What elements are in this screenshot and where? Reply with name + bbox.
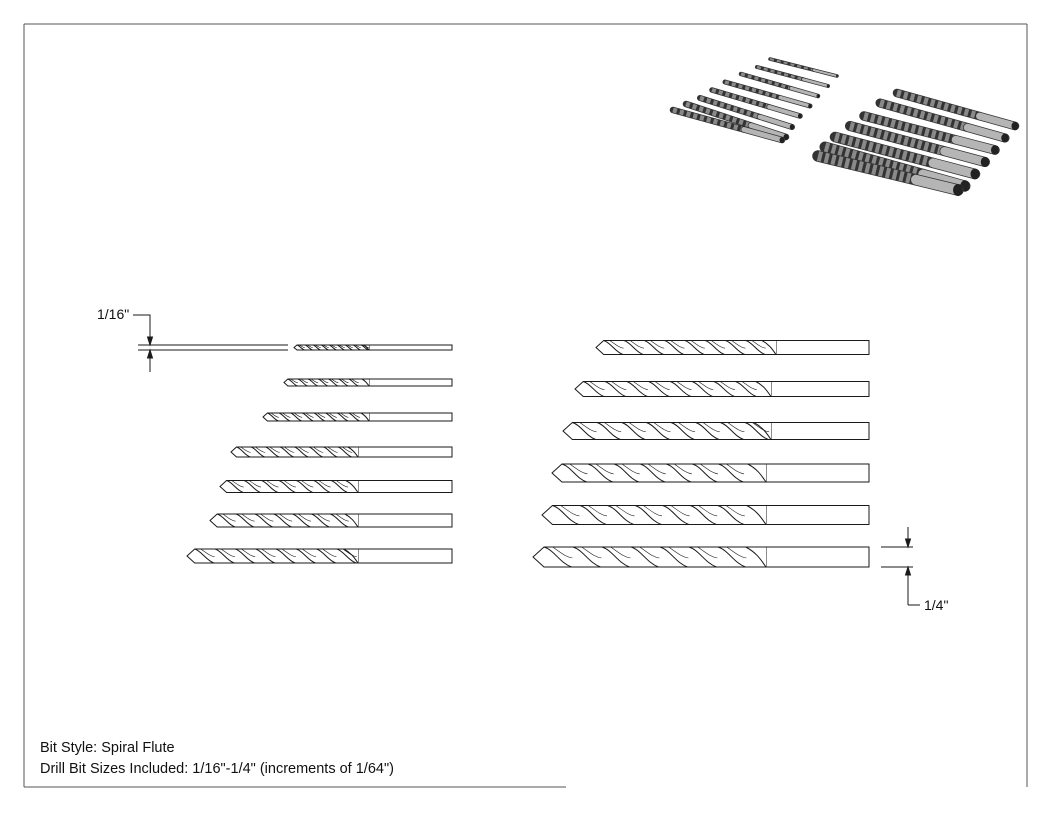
drill-bit-left-4 bbox=[230, 446, 453, 458]
iso-bit-6 bbox=[697, 95, 795, 130]
dimension-small-label: 1/16" bbox=[97, 306, 130, 322]
drill-bit-left-6 bbox=[209, 513, 453, 528]
iso-bit-15 bbox=[812, 150, 964, 196]
drill-bit-right-2 bbox=[574, 381, 870, 397]
bit-sizes-note: Drill Bit Sizes Included: 1/16"-1/4" (in… bbox=[40, 761, 394, 777]
drill-bit-left-2 bbox=[283, 378, 453, 387]
sheet-border bbox=[23, 23, 1028, 788]
drill-bit-left-1 bbox=[293, 344, 453, 351]
bit-column-left bbox=[186, 344, 453, 564]
drill-bit-right-6 bbox=[532, 546, 870, 568]
iso-bit-10 bbox=[875, 98, 1010, 143]
drill-bit-right-1 bbox=[595, 340, 870, 355]
iso-bit-8 bbox=[669, 106, 786, 144]
drill-bit-right-4 bbox=[551, 463, 870, 483]
isometric-view bbox=[669, 57, 1020, 196]
iso-bit-12 bbox=[845, 121, 990, 168]
iso-bit-11 bbox=[859, 111, 1000, 155]
iso-bit-9 bbox=[892, 88, 1020, 131]
iso-bit-14 bbox=[819, 141, 971, 192]
dimension-large bbox=[881, 527, 920, 606]
drill-bit-right-5 bbox=[541, 505, 870, 525]
iso-bit-1 bbox=[768, 57, 839, 78]
drill-bit-left-7 bbox=[186, 548, 453, 564]
dimension-small bbox=[133, 314, 288, 372]
iso-bit-5 bbox=[709, 87, 803, 119]
dimension-large-label: 1/4" bbox=[924, 597, 949, 613]
bit-style-note: Bit Style: Spiral Flute bbox=[40, 740, 175, 756]
iso-bit-3 bbox=[738, 71, 821, 99]
drill-bit-left-3 bbox=[262, 412, 453, 422]
iso-bit-13 bbox=[829, 131, 981, 180]
drill-bit-left-5 bbox=[219, 480, 453, 493]
iso-bit-2 bbox=[755, 65, 830, 88]
iso-bit-4 bbox=[722, 79, 813, 109]
bit-column-right bbox=[532, 340, 870, 568]
drill-bit-right-3 bbox=[562, 422, 870, 440]
